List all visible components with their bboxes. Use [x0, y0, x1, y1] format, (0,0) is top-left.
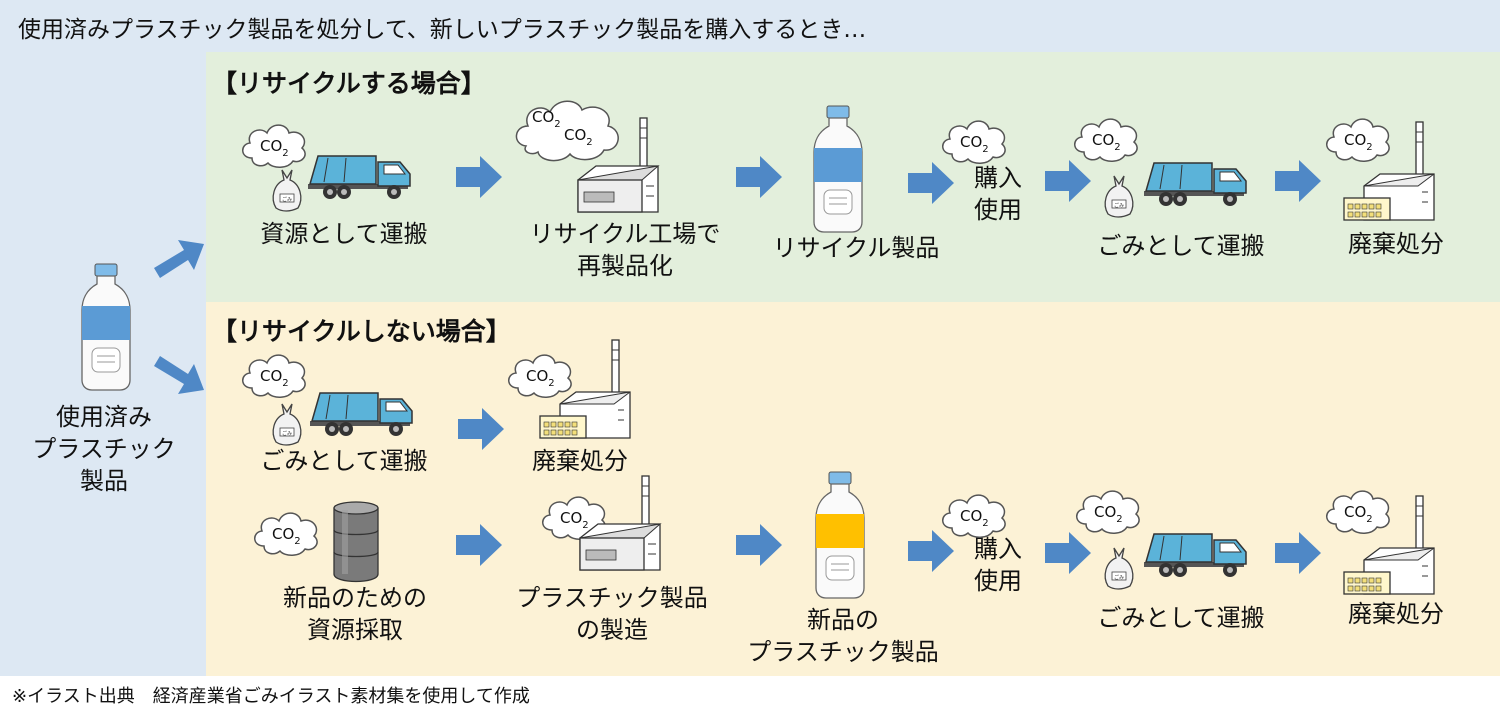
co2-cloud-icon: CO2 — [942, 120, 1006, 164]
factory-icon — [577, 117, 660, 213]
svg-text:CO2: CO2 — [526, 367, 555, 389]
footnote: ※イラスト出典 経済産業省ごみイラスト素材集を使用して作成 — [12, 686, 530, 707]
garbage-truck-icon — [308, 155, 411, 199]
flow-arrow-icon — [1045, 532, 1091, 574]
label-garbage-transport: ごみとして運搬 — [1097, 604, 1265, 632]
factory-icon — [579, 475, 662, 571]
co2-cloud-large-icon: CO2 CO2 — [515, 100, 619, 162]
label-new-product-1: 新品の — [807, 606, 879, 634]
co2-cloud-icon: CO2 — [254, 512, 318, 556]
svg-text:CO2: CO2 — [272, 525, 301, 547]
label-disposal: 廃棄処分 — [1348, 600, 1444, 628]
source-label-1: 使用済み — [56, 403, 152, 431]
svg-text:ごみ: ごみ — [282, 196, 292, 203]
label-extraction-2: 資源採取 — [307, 616, 403, 644]
svg-text:CO2: CO2 — [1344, 503, 1373, 525]
svg-text:CO2: CO2 — [532, 108, 561, 130]
no-recycle-heading: 【リサイクルしない場合】 — [212, 317, 511, 346]
label-use: 使用 — [974, 196, 1022, 224]
no-recycle-panel — [206, 302, 1500, 676]
svg-text:CO2: CO2 — [1344, 131, 1373, 153]
svg-text:CO2: CO2 — [260, 367, 289, 389]
flow-arrow-icon — [1275, 160, 1321, 202]
label-manufacture-2: の製造 — [576, 616, 648, 644]
plastic-bottle-icon — [813, 105, 863, 233]
flow-arrow-icon — [736, 524, 782, 566]
co2-cloud-icon: CO2 — [942, 494, 1006, 538]
label-garbage-transport: ごみとして運搬 — [260, 447, 428, 475]
flow-arrow-diagonal-icon — [154, 240, 204, 278]
incinerator-icon — [1343, 121, 1435, 221]
garbage-bag-icon: ごみ — [272, 403, 302, 446]
flow-arrow-icon — [1045, 160, 1091, 202]
label-resource-transport: 資源として運搬 — [260, 220, 428, 248]
flow-arrow-icon — [456, 156, 502, 198]
svg-text:CO2: CO2 — [960, 133, 989, 155]
incinerator-icon — [1343, 495, 1435, 595]
label-extraction-1: 新品のための — [283, 584, 427, 612]
label-use: 使用 — [974, 567, 1022, 595]
plastic-bottle-icon — [815, 471, 865, 599]
flow-arrow-icon — [1275, 532, 1321, 574]
label-recycle-factory-2: 再製品化 — [577, 252, 673, 280]
oil-drum-icon — [333, 501, 379, 583]
source-label-2: プラスチック — [32, 435, 176, 463]
garbage-truck-icon — [1144, 533, 1247, 577]
flow-arrow-icon — [456, 524, 502, 566]
svg-text:CO2: CO2 — [560, 509, 589, 531]
co2-cloud-icon: CO2 — [1074, 118, 1138, 162]
svg-text:CO2: CO2 — [1094, 503, 1123, 525]
co2-cloud-icon: CO2 — [1076, 490, 1140, 534]
label-manufacture-1: プラスチック製品 — [516, 584, 708, 612]
garbage-bag-icon: ごみ — [1104, 547, 1134, 590]
flow-arrow-icon — [908, 530, 954, 572]
label-purchase: 購入 — [974, 164, 1022, 192]
title-band — [0, 0, 1500, 52]
garbage-truck-icon — [310, 392, 413, 436]
svg-text:ごみ: ごみ — [282, 430, 292, 437]
plastic-bottle-icon — [81, 263, 131, 391]
incinerator-icon — [539, 339, 631, 439]
page-title: 使用済みプラスチック製品を処分して、新しいプラスチック製品を購入するとき… — [18, 17, 867, 43]
svg-text:CO2: CO2 — [564, 126, 593, 148]
label-garbage-transport: ごみとして運搬 — [1097, 232, 1265, 260]
label-disposal: 廃棄処分 — [532, 447, 628, 475]
co2-cloud-icon: CO2 — [242, 354, 306, 398]
co2-cloud-icon: CO2 — [508, 354, 572, 398]
svg-text:ごみ: ごみ — [1114, 574, 1124, 581]
flow-arrow-icon — [458, 408, 504, 450]
garbage-bag-icon: ごみ — [272, 169, 302, 212]
recycle-heading: 【リサイクルする場合】 — [212, 69, 486, 98]
label-recycled-product: リサイクル製品 — [772, 234, 940, 262]
label-recycle-factory-1: リサイクル工場で — [529, 220, 721, 248]
co2-cloud-icon: CO2 — [1326, 118, 1390, 162]
garbage-truck-icon — [1144, 162, 1247, 206]
label-new-product-2: プラスチック製品 — [747, 638, 939, 666]
flow-arrow-diagonal-icon — [154, 356, 204, 394]
flow-arrow-icon — [908, 162, 954, 204]
co2-cloud-icon: CO2 — [1326, 490, 1390, 534]
co2-cloud-icon: CO2 — [542, 496, 606, 540]
source-label-3: 製品 — [80, 467, 128, 495]
svg-text:ごみ: ごみ — [1114, 202, 1124, 209]
label-disposal: 廃棄処分 — [1348, 230, 1444, 258]
svg-text:CO2: CO2 — [1092, 131, 1121, 153]
garbage-bag-icon: ごみ — [1104, 175, 1134, 218]
svg-text:CO2: CO2 — [960, 507, 989, 529]
label-purchase: 購入 — [974, 535, 1022, 563]
flow-arrow-icon — [736, 156, 782, 198]
co2-cloud-icon: CO2 — [242, 124, 306, 168]
svg-text:CO2: CO2 — [260, 137, 289, 159]
